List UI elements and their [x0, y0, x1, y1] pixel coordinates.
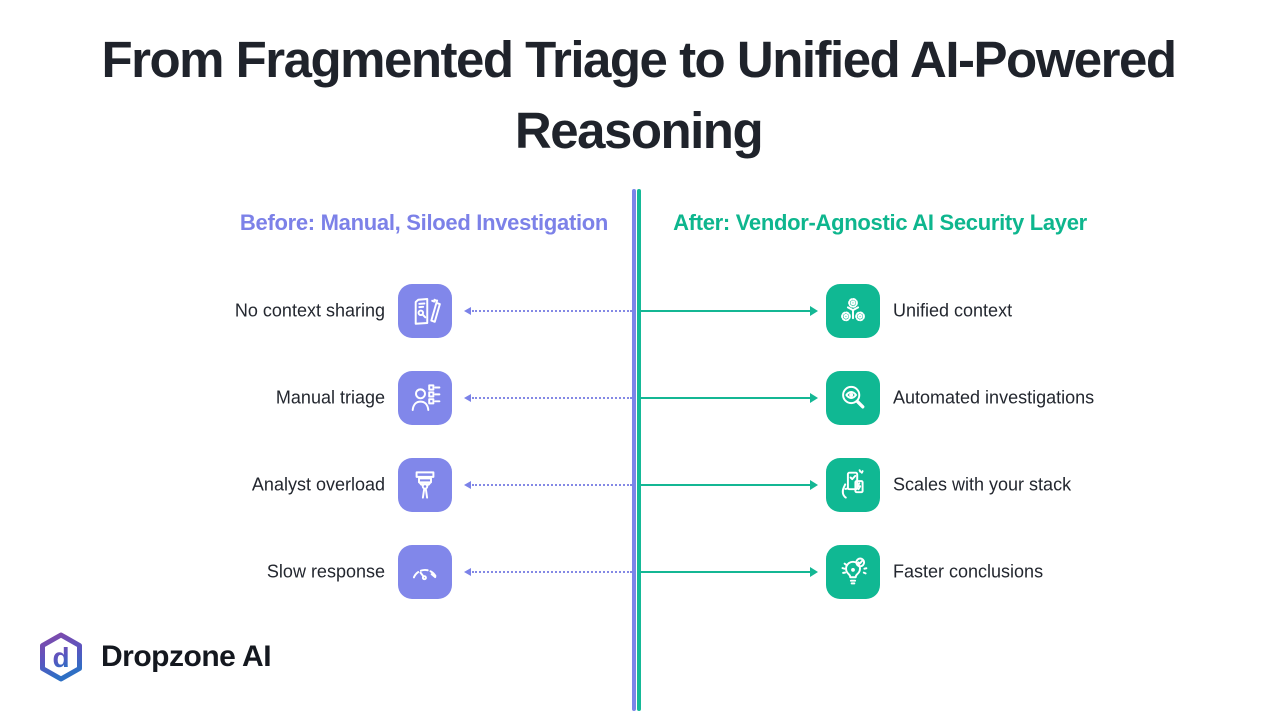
- after-item-tile: [826, 458, 880, 512]
- before-item-tile: [398, 371, 452, 425]
- after-item-label: Faster conclusions: [893, 561, 1044, 582]
- comparison-row: No context sharing Unified context: [0, 284, 1277, 338]
- after-solid-arrow: [641, 393, 818, 403]
- dropzone-hexagon-logo-icon: d: [40, 632, 82, 682]
- gears-network-icon: [841, 298, 865, 322]
- lightbulb-check-icon: [841, 557, 868, 585]
- page-title: From Fragmented Triage to Unified AI-Pow…: [0, 24, 1277, 166]
- after-item-tile: [826, 284, 880, 338]
- after-item-label: Unified context: [893, 300, 1013, 321]
- after-item-tile: [826, 545, 880, 599]
- svg-text:d: d: [52, 642, 69, 673]
- before-item-label: Analyst overload: [251, 474, 385, 495]
- gauge-icon: [412, 568, 438, 581]
- before-item-label: No context sharing: [234, 300, 385, 321]
- before-item-label: Slow response: [266, 561, 385, 582]
- divider-before-line: [632, 189, 636, 711]
- document-pen-icon: [414, 298, 441, 325]
- after-item-label: Scales with your stack: [893, 474, 1072, 495]
- before-column-header: Before: Manual, Siloed Investigation: [239, 210, 609, 235]
- dropzone-logo: d Dropzone AI: [34, 630, 272, 684]
- before-item-tile: [398, 545, 452, 599]
- before-item-label: Manual triage: [275, 387, 385, 408]
- person-checklist-icon: [411, 384, 441, 411]
- before-dotted-arrow: [464, 481, 632, 489]
- overloaded-person-icon: [415, 471, 435, 499]
- before-item-tile: [398, 458, 452, 512]
- before-item-tile: [398, 284, 452, 338]
- magnifier-eye-icon: [842, 385, 865, 409]
- comparison-row: Slow response Faster conclusions: [0, 545, 1277, 599]
- comparison-row: Analyst overload Scal: [0, 458, 1277, 512]
- after-column-header: After: Vendor-Agnostic AI Security Layer: [673, 210, 1087, 235]
- phone-hand-icon: [841, 469, 864, 499]
- after-item-tile: [826, 371, 880, 425]
- page-title-line1: From Fragmented Triage to Unified AI-Pow…: [101, 31, 1177, 88]
- dropzone-logo-text: Dropzone AI: [101, 640, 272, 673]
- after-item-label: Automated investigations: [893, 387, 1095, 408]
- after-solid-arrow: [641, 480, 818, 490]
- before-dotted-arrow: [464, 568, 632, 576]
- page-title-line2: Reasoning: [514, 102, 764, 159]
- comparison-row: Manual triage Automated investigations: [0, 371, 1277, 425]
- before-dotted-arrow: [464, 307, 632, 315]
- before-dotted-arrow: [464, 394, 632, 402]
- after-solid-arrow: [641, 306, 818, 316]
- divider-after-line: [637, 189, 641, 711]
- after-solid-arrow: [641, 567, 818, 577]
